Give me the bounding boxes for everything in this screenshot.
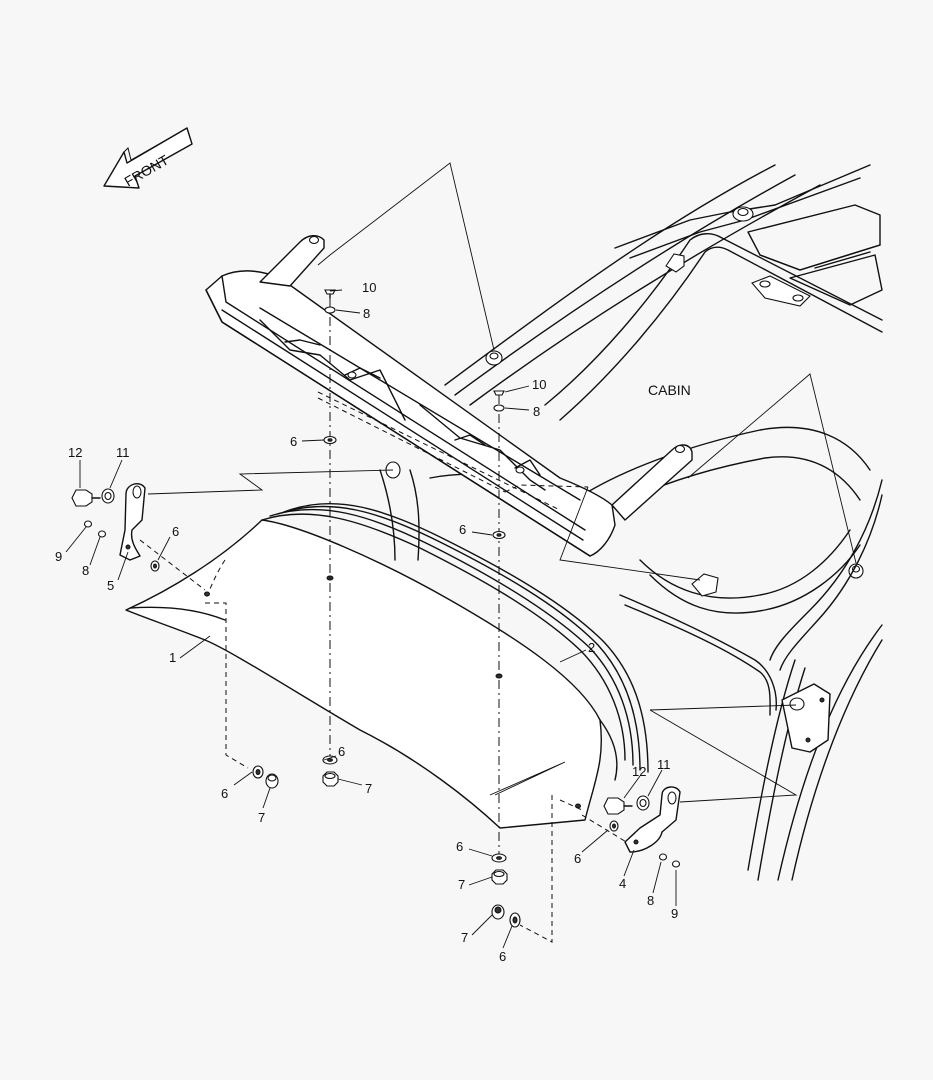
callout-8-left: 8 <box>82 563 89 578</box>
callout-labels: 10 8 6 10 8 6 12 11 6 9 8 5 1 2 6 7 6 7 … <box>55 280 678 964</box>
callout-7-lower-left: 7 <box>258 810 265 825</box>
callout-8-right: 8 <box>533 404 540 419</box>
callout-2: 2 <box>588 640 595 655</box>
front-direction-arrow: FRONT <box>103 127 193 190</box>
callout-5: 5 <box>107 578 114 593</box>
cover-panel-1 <box>125 502 649 829</box>
assembly-axes <box>139 298 629 943</box>
callout-9-right: 9 <box>671 906 678 921</box>
callout-8-right-bracket: 8 <box>647 893 654 908</box>
callout-8-top: 8 <box>363 306 370 321</box>
fasteners <box>252 289 521 928</box>
callout-11-right: 11 <box>657 757 671 772</box>
callout-12-left: 12 <box>68 445 82 460</box>
callout-11-left: 11 <box>116 445 130 460</box>
callout-10-right: 10 <box>532 377 546 392</box>
callout-6-upper-left: 6 <box>290 434 297 449</box>
header-frame <box>205 235 693 557</box>
cabin-label: CABIN <box>648 382 691 398</box>
callout-7-bottom: 7 <box>461 930 468 945</box>
right-bracket-assembly <box>603 786 681 868</box>
callout-6-bottom-center: 6 <box>456 839 463 854</box>
callout-12-right: 12 <box>632 764 646 779</box>
callout-6-lower-left: 6 <box>221 786 228 801</box>
callout-7-bottom-center: 7 <box>458 877 465 892</box>
cabin-structure: CABIN <box>379 164 883 881</box>
left-bracket-assembly <box>71 483 160 572</box>
callout-1: 1 <box>169 650 176 665</box>
callout-6-right-bracket: 6 <box>574 851 581 866</box>
callout-6-left-bracket: 6 <box>172 524 179 539</box>
callout-6-bottom: 6 <box>499 949 506 964</box>
callout-10-top: 10 <box>362 280 376 295</box>
mount-leaders <box>147 162 857 803</box>
callout-7-lower-center: 7 <box>365 781 372 796</box>
callout-9-left: 9 <box>55 549 62 564</box>
callout-leaders <box>65 289 677 949</box>
callout-6-lower-center: 6 <box>338 744 345 759</box>
callout-6-mid-right: 6 <box>459 522 466 537</box>
callout-4: 4 <box>619 876 626 891</box>
